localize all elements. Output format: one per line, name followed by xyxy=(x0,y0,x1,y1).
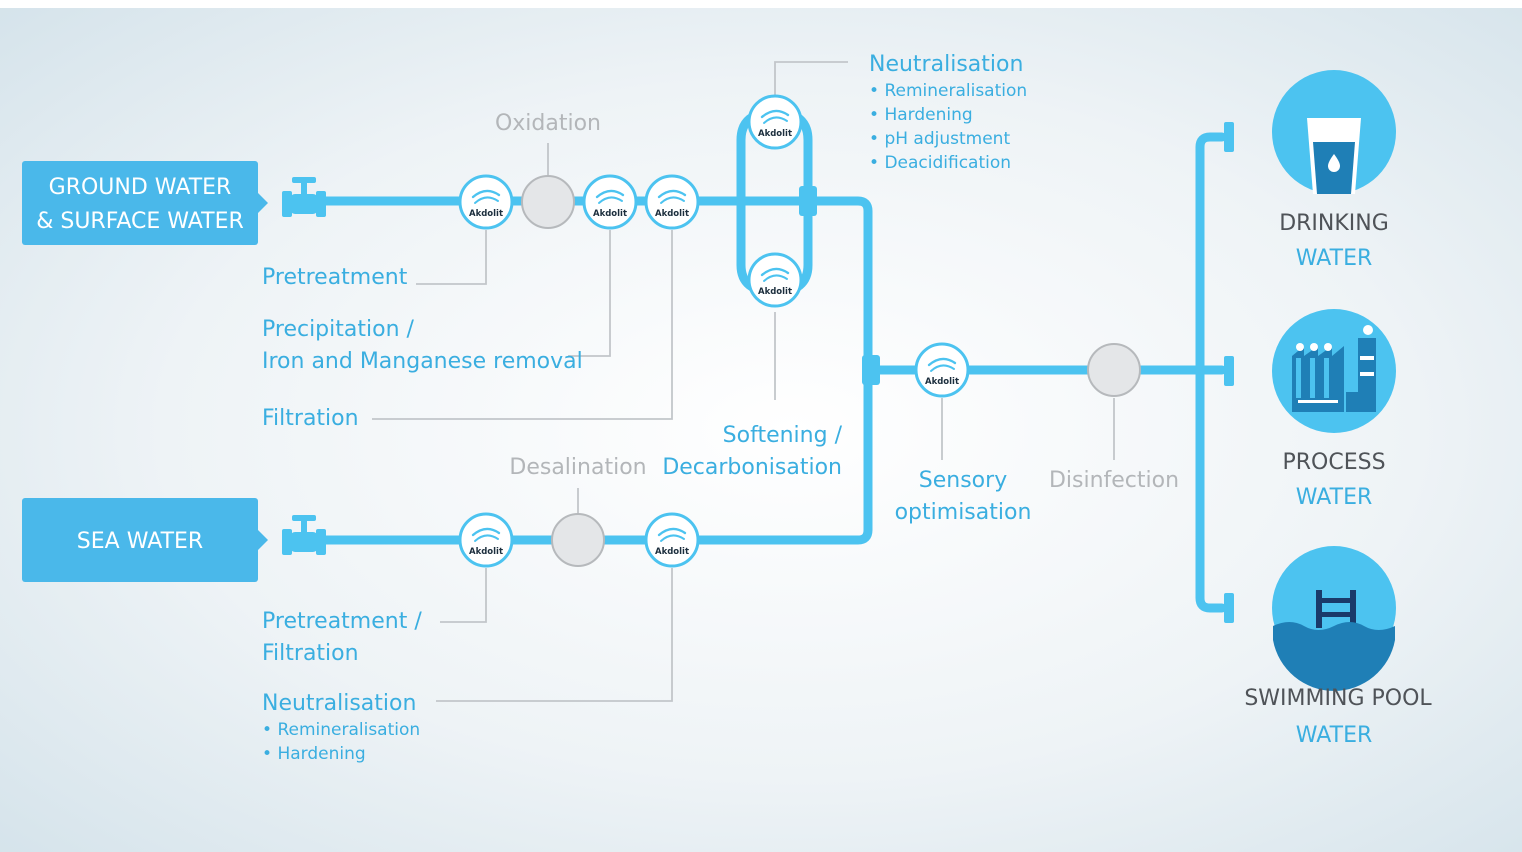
junction-connector xyxy=(862,355,880,385)
destination-title: DRINKING xyxy=(1279,211,1389,236)
neutralisation-top-item: • Deacidification xyxy=(869,153,1011,173)
precipitation-label-line2: Iron and Manganese removal xyxy=(262,349,583,374)
akdolit-brand-label: Akdolit xyxy=(655,547,689,557)
softening-label-line1: Softening / xyxy=(723,423,843,448)
akdolit-node: Akdolit xyxy=(582,174,638,230)
akdolit-node: Akdolit xyxy=(747,94,803,150)
source-box-ground: GROUND WATER & SURFACE WATER xyxy=(22,161,268,245)
akdolit-brand-label: Akdolit xyxy=(593,209,627,219)
softening-label-line2: Decarbonisation xyxy=(662,455,842,480)
akdolit-node: Akdolit xyxy=(644,512,700,568)
akdolit-brand-label: Akdolit xyxy=(925,377,959,387)
neutralisation-top-item: • pH adjustment xyxy=(869,129,1010,149)
sea-pretreatment-label-line1: Pretreatment / xyxy=(262,609,422,634)
distribution-manifold xyxy=(1195,132,1227,613)
valve-icon xyxy=(282,515,326,555)
desalination-node xyxy=(551,513,605,567)
sensory-label-line2: optimisation xyxy=(895,500,1032,525)
valve-icon xyxy=(282,177,326,217)
outlet-flange-pool xyxy=(1224,593,1234,623)
neutralisation-top-list: • Remineralisation • Hardening • pH adju… xyxy=(869,81,1027,173)
pretreatment-label: Pretreatment xyxy=(262,265,408,290)
akdolit-node: Akdolit xyxy=(458,174,514,230)
destination-swimming-pool-water: SWIMMING POOL WATER xyxy=(1244,546,1432,748)
akdolit-brand-label: Akdolit xyxy=(758,287,792,297)
source-title-line2: & SURFACE WATER xyxy=(36,209,244,234)
neutralisation-top-item: • Remineralisation xyxy=(869,81,1027,101)
neutralisation-bottom-item: • Remineralisation xyxy=(262,720,420,740)
source-box-sea: SEA WATER xyxy=(22,498,268,582)
source-title: SEA WATER xyxy=(77,529,203,554)
akdolit-brand-label: Akdolit xyxy=(655,209,689,219)
filtration-label: Filtration xyxy=(262,406,359,431)
disinfection-node xyxy=(1087,343,1141,397)
outlet-flange-drinking xyxy=(1224,122,1234,152)
akdolit-node: Akdolit xyxy=(458,512,514,568)
akdolit-brand-label: Akdolit xyxy=(758,129,792,139)
neutralisation-top-item: • Hardening xyxy=(869,105,973,125)
destination-title: SWIMMING POOL xyxy=(1244,686,1432,711)
akdolit-brand-label: Akdolit xyxy=(469,547,503,557)
outlet-flange-process xyxy=(1224,356,1234,386)
destination-process-water: PROCESS WATER xyxy=(1272,309,1396,510)
pool-ladder-icon xyxy=(1273,590,1395,691)
destination-drinking-water: DRINKING WATER xyxy=(1272,70,1396,271)
akdolit-brand-label: Akdolit xyxy=(469,209,503,219)
oxidation-node xyxy=(521,175,575,229)
akdolit-node: Akdolit xyxy=(914,342,970,398)
neutralisation-bottom-item: • Hardening xyxy=(262,744,366,764)
oxidation-label: Oxidation xyxy=(495,111,601,136)
akdolit-node: Akdolit xyxy=(644,174,700,230)
sea-pretreatment-label-line2: Filtration xyxy=(262,641,359,666)
destination-subtitle: WATER xyxy=(1296,246,1373,271)
loop-connector xyxy=(799,186,817,216)
disinfection-label: Disinfection xyxy=(1049,468,1179,493)
desalination-label: Desalination xyxy=(509,455,646,480)
drinking-glass-icon xyxy=(1307,118,1361,194)
neutralisation-top-title: Neutralisation xyxy=(869,52,1023,77)
destination-subtitle: WATER xyxy=(1296,485,1373,510)
akdolit-node: Akdolit xyxy=(747,252,803,308)
neutralisation-bottom-title: Neutralisation xyxy=(262,691,416,716)
sensory-label-line1: Sensory xyxy=(919,468,1007,493)
destination-title: PROCESS xyxy=(1282,450,1385,475)
source-title-line1: GROUND WATER xyxy=(49,175,232,200)
neutralisation-bottom-list: • Remineralisation • Hardening xyxy=(262,720,420,764)
factory-icon xyxy=(1292,325,1376,412)
leader-lines xyxy=(372,61,1115,702)
top-margin xyxy=(0,0,1522,8)
destination-subtitle: WATER xyxy=(1296,723,1373,748)
diagram-background xyxy=(0,8,1522,852)
precipitation-label-line1: Precipitation / xyxy=(262,317,415,342)
